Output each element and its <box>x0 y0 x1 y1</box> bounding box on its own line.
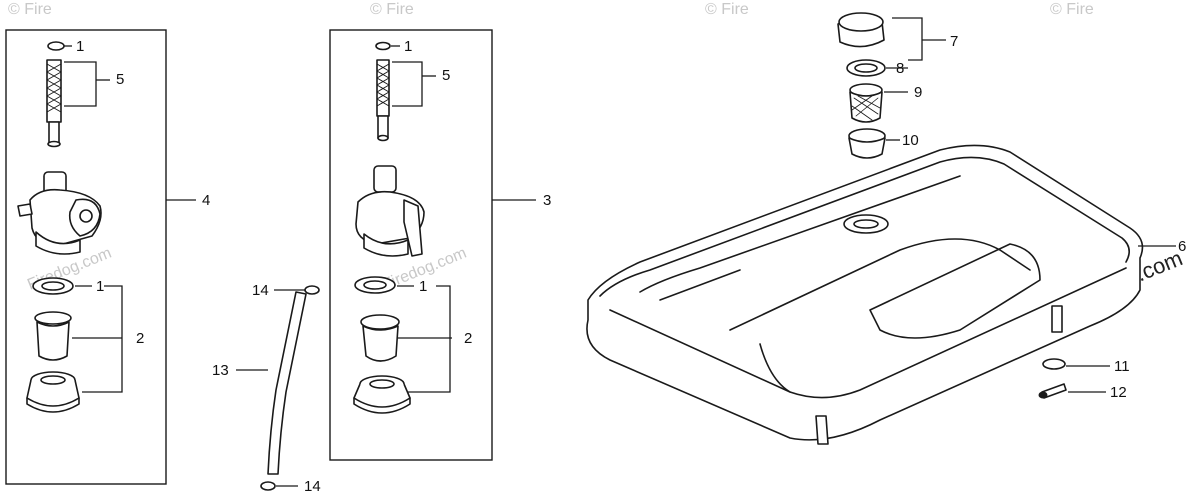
callout-8: 8 <box>896 60 904 77</box>
callout-3: 3 <box>543 192 551 209</box>
o-ring-top-left <box>47 41 65 51</box>
o-ring-top-middle <box>375 41 391 51</box>
panel-frame-left <box>5 29 167 485</box>
sediment-bowl-middle <box>353 375 411 414</box>
filter-cup-left <box>34 311 72 361</box>
callout-7: 7 <box>950 33 958 50</box>
callout-2-left: 2 <box>136 330 144 347</box>
callout-5-middle: 5 <box>442 67 450 84</box>
fuel-cock-body-middle <box>355 165 425 257</box>
fuel-cock-assembly-left: 1 5 4 1 2 <box>5 29 210 485</box>
watermark-corner-4: © Fire <box>1050 1 1094 18</box>
gasket-middle <box>354 276 396 294</box>
leader-5-left <box>64 61 97 107</box>
fuel-cap <box>837 12 885 48</box>
hose-clip-bottom <box>260 481 276 491</box>
callout-14-top: 14 <box>252 282 269 299</box>
callout-5-left: 5 <box>116 71 124 88</box>
callout-1-top-left: 1 <box>76 38 84 55</box>
callout-4: 4 <box>202 192 210 209</box>
callout-10: 10 <box>902 132 919 149</box>
callout-9: 9 <box>914 84 922 101</box>
hose-clip-top <box>304 285 320 295</box>
strainer-collar <box>848 128 886 159</box>
fuel-cock-body-left <box>17 171 102 255</box>
tank-strainer <box>849 83 883 123</box>
callout-13: 13 <box>212 362 229 379</box>
callout-1-top-middle: 1 <box>404 38 412 55</box>
watermark-corner-1: © Fire <box>8 1 52 18</box>
callout-1-bottom-left: 1 <box>96 278 104 295</box>
panel-frame-middle <box>329 29 493 461</box>
sediment-bowl-left <box>26 371 80 413</box>
gasket-left <box>32 277 74 295</box>
cap-gasket <box>846 59 886 77</box>
watermark-corner-3: © Fire <box>705 1 749 18</box>
fuel-tank <box>586 144 1144 445</box>
callout-14-bottom: 14 <box>304 478 321 495</box>
callout-6: 6 <box>1178 238 1186 255</box>
callout-11: 11 <box>1114 358 1130 375</box>
callout-12: 12 <box>1110 384 1127 401</box>
strainer-screen-left <box>46 59 62 148</box>
filter-cup-middle <box>360 314 400 362</box>
callout-1-bottom-middle: 1 <box>419 278 427 295</box>
strainer-screen-middle <box>376 59 390 142</box>
tank-washer <box>1042 358 1066 370</box>
watermark-corner-2: © Fire <box>370 1 414 18</box>
fuel-hose-group: 14 13 14 <box>212 282 321 495</box>
fuel-tank-group: 7 8 9 10 6 11 12 <box>586 12 1186 445</box>
callout-2-middle: 2 <box>464 330 472 347</box>
fuel-cock-assembly-middle: 1 5 3 1 2 <box>329 29 551 461</box>
fuel-hose <box>267 291 307 475</box>
tank-bolt <box>1038 383 1067 399</box>
